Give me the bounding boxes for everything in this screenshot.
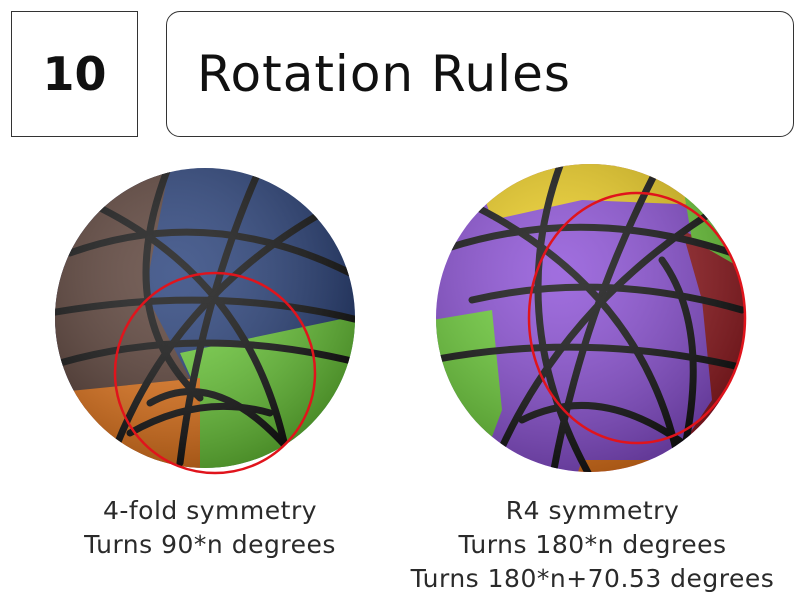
right-caption-line1: R4 symmetry xyxy=(505,496,680,525)
section-number-box: 10 xyxy=(11,11,138,137)
left-caption: 4-fold symmetry Turns 90*n degrees xyxy=(40,494,380,562)
left-caption-line1: 4-fold symmetry xyxy=(102,496,318,525)
right-caption: R4 symmetry Turns 180*n degrees Turns 18… xyxy=(395,494,790,596)
right-puzzle-ball-image xyxy=(436,164,747,472)
left-caption-line2: Turns 90*n degrees xyxy=(84,530,336,559)
right-highlight-ring xyxy=(527,191,747,445)
right-caption-line3: Turns 180*n+70.53 degrees xyxy=(410,564,775,593)
page-title: Rotation Rules xyxy=(197,45,571,103)
section-number: 10 xyxy=(42,47,107,101)
title-box: Rotation Rules xyxy=(166,11,794,137)
left-highlight-ring xyxy=(113,271,317,475)
right-caption-line2: Turns 180*n degrees xyxy=(458,530,727,559)
left-puzzle-ball-image xyxy=(55,168,355,475)
